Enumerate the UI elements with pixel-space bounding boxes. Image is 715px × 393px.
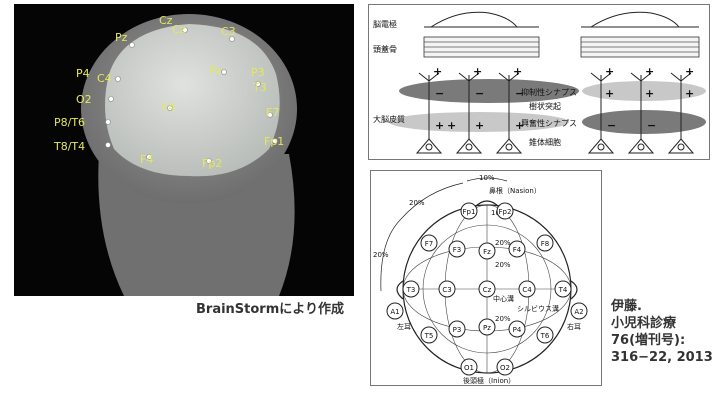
electrode-label-p3: P3 <box>453 326 462 334</box>
electrode-label-a2: A2 <box>574 308 583 316</box>
brainstorm-head-image: Cz Cz C3 Pz P4 C4 O2 P8/T6 T8/T4 Pz P3 T… <box>14 4 354 296</box>
electrode-label-a1: A1 <box>390 308 399 316</box>
charge-sign: − <box>607 119 616 132</box>
charge-sign: − <box>475 87 484 100</box>
label-pyramidal: 錐体細胞 <box>529 137 561 147</box>
electrode-label: Cz <box>159 15 172 26</box>
label-excitatory: 興奮性シナプス <box>521 118 577 128</box>
electrode-label-f8: F8 <box>541 240 549 248</box>
electrode-label: T3 <box>253 82 267 93</box>
electrode-label: F7 <box>266 107 279 118</box>
electrode-label-cz: Cz <box>483 286 492 294</box>
left-ear-label: 左耳 <box>397 322 411 331</box>
citation: 伊藤. 小児科診療 76(増刊号): 316−22, 2013 <box>611 298 713 366</box>
electrode-label: P8/T6 <box>54 117 85 128</box>
electrode-label-pz: Pz <box>483 324 491 332</box>
percent-label: 10% <box>479 174 495 182</box>
electrode-label-t3: T3 <box>406 286 416 294</box>
electrode-label: Cz <box>172 24 185 35</box>
ten-twenty-svg: 10% 20% 20% 鼻根（Nasion） 後頭極（Inion） 中心溝 シル… <box>371 171 603 387</box>
ten-twenty-system-diagram: 10% 20% 20% 鼻根（Nasion） 後頭極（Inion） 中心溝 シル… <box>370 170 602 386</box>
electrode-label: Fp1 <box>264 136 284 147</box>
percent-label: 20% <box>495 239 511 247</box>
charge-sign: + <box>475 119 484 132</box>
electrode-label-c3: C3 <box>442 286 451 294</box>
citation-line: 小児科診療 <box>611 315 713 332</box>
electrode-label: C3 <box>221 26 236 37</box>
electrode-label: T8/T4 <box>54 141 85 152</box>
citation-line: 伊藤. <box>611 298 713 315</box>
charge-sign: + <box>605 87 614 100</box>
percent-label: 20% <box>495 261 511 269</box>
citation-line: 76(増刊号): <box>611 332 713 349</box>
cortex-svg: + + + + + + + + + + + + + − − − − − 脳電極 … <box>369 5 711 161</box>
inion-label: 後頭極（Inion） <box>463 376 515 385</box>
electrode-label-fp2: Fp2 <box>499 208 512 216</box>
electrode-label-p4: P4 <box>513 326 522 334</box>
electrode-label-o1: O1 <box>464 364 474 372</box>
charge-sign: − <box>435 87 444 100</box>
charge-sign: + <box>645 87 654 100</box>
electrode-label: O2 <box>76 94 92 105</box>
cortex-diagram: + + + + + + + + + + + + + − − − − − 脳電極 … <box>368 4 710 160</box>
percent-label: 20% <box>409 199 425 207</box>
charge-sign: + <box>435 119 444 132</box>
electrode-label-fz: Fz <box>483 248 491 256</box>
electrode-label-t5: T5 <box>424 332 434 340</box>
label-skull: 頭蓋骨 <box>373 44 397 54</box>
brainstorm-caption: BrainStormにより作成 <box>196 298 344 317</box>
electrode-label-f4: F4 <box>513 246 522 254</box>
charge-sign: + <box>645 65 654 78</box>
nasion-label: 鼻根（Nasion） <box>489 186 541 195</box>
central-sulcus-label: 中心溝 <box>493 294 514 303</box>
right-ear-label: 右耳 <box>567 322 581 331</box>
electrode-label-t6: T6 <box>540 332 550 340</box>
charge-sign: + <box>473 65 482 78</box>
charge-sign: + <box>685 87 694 100</box>
electrode-label-f3: F3 <box>453 246 461 254</box>
electrode-label: Fp2 <box>202 158 222 169</box>
label-cortex: 大脳皮質 <box>373 114 405 124</box>
electrode-label: C4 <box>97 73 112 84</box>
electrode-label: Pz <box>115 32 127 43</box>
electrode-label: F4 <box>162 102 175 113</box>
electrode-label: P3 <box>251 67 265 78</box>
charge-sign: + <box>513 65 522 78</box>
electrode-label-o2: O2 <box>500 364 510 372</box>
electrode-label: Pz <box>209 65 221 76</box>
charge-sign: − <box>647 119 656 132</box>
sylvian-label: シルビウス溝 <box>517 304 559 313</box>
electrode-label: P4 <box>76 68 90 79</box>
label-electrode: 脳電極 <box>373 19 397 29</box>
label-dendrite: 樹状突起 <box>529 101 561 111</box>
charge-sign: + <box>447 119 456 132</box>
electrode-label-fp1: Fp1 <box>463 208 476 216</box>
charge-sign: + <box>605 65 614 78</box>
electrode-label-t4: T4 <box>558 286 568 294</box>
percent-label: 20% <box>373 251 389 259</box>
label-inhibitory: 抑制性シナプス <box>521 87 577 97</box>
electrode-label: F4 <box>140 154 153 165</box>
percent-label: 20% <box>495 315 511 323</box>
charge-sign: + <box>685 65 694 78</box>
electrode-label-f7: F7 <box>425 240 433 248</box>
charge-sign: + <box>433 65 442 78</box>
citation-line: 316−22, 2013 <box>611 349 713 366</box>
electrode-label-c4: C4 <box>522 286 532 294</box>
